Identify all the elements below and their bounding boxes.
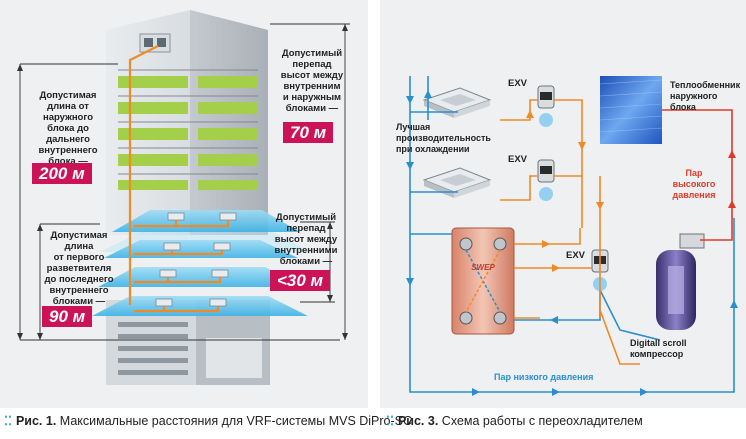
value-branch-length-badge: 90 м [42,306,93,327]
building-icon [106,10,270,385]
ceiling-cassette-icon [422,167,492,198]
label-high-pressure-vapor: Пар высокого давления [672,168,716,200]
pipe-liquid-line [500,99,640,365]
label-digital-scroll-compressor: Digitall scroll компрессор [630,338,687,359]
expansion-valve-icon [537,159,555,201]
floor-plates [92,210,312,316]
value-far-length-badge: 200 м [32,163,92,184]
caption-bullet-icon: ⁚⁚ [386,414,394,428]
value-height-indoor-badge: <30 м [270,270,331,291]
ceiling-cassette-icon [422,87,492,118]
compressor-icon [656,233,705,330]
label-best-cooling: Лучшая производительность при охлаждении [396,122,491,154]
figure-3-subcooler-scheme: EXV EXV EXV Лучшая производительность пр… [380,0,746,408]
pipe-high-pressure [662,109,733,241]
caption-bullet-icon: ⁚⁚ [4,414,12,428]
figure-1-vrf-distances: Допустимая длина от наружного блока до д… [0,0,368,408]
label-branch-length: Допустимая длина от первого разветвителя… [44,230,114,307]
figure-3-caption: ⁚⁚Рис. 3. Схема работы с переохладителем [386,414,643,428]
label-height-outdoor: Допустимый перепад высот между внутренни… [280,48,344,114]
figure-1-caption: ⁚⁚Рис. 1. Максимальные расстояния для VR… [4,414,413,428]
label-outdoor-heat-exchanger: Теплообменник наружного блока [670,80,741,112]
plate-heat-exchanger-icon [451,227,515,335]
refrigerant-piping [128,45,230,313]
value-height-outdoor-badge: 70 м [283,122,334,143]
expansion-valve-icon [537,85,555,127]
outdoor-coil-icon [599,76,663,144]
dimension-lines [19,23,350,341]
heat-exchanger-logo: SWEP [471,263,495,272]
subcooler-diagram [406,76,738,396]
label-low-pressure-vapor: Пар низкого давления [494,372,594,382]
label-height-indoor: Допустимый перепад высот между внутренни… [274,212,338,267]
label-far-length: Допустимая длина от наружного блока до д… [38,90,98,167]
exv-label-2: EXV [508,154,528,165]
building-illustration [17,10,350,385]
exv-label-3: EXV [566,250,586,261]
exv-label-1: EXV [508,78,528,89]
